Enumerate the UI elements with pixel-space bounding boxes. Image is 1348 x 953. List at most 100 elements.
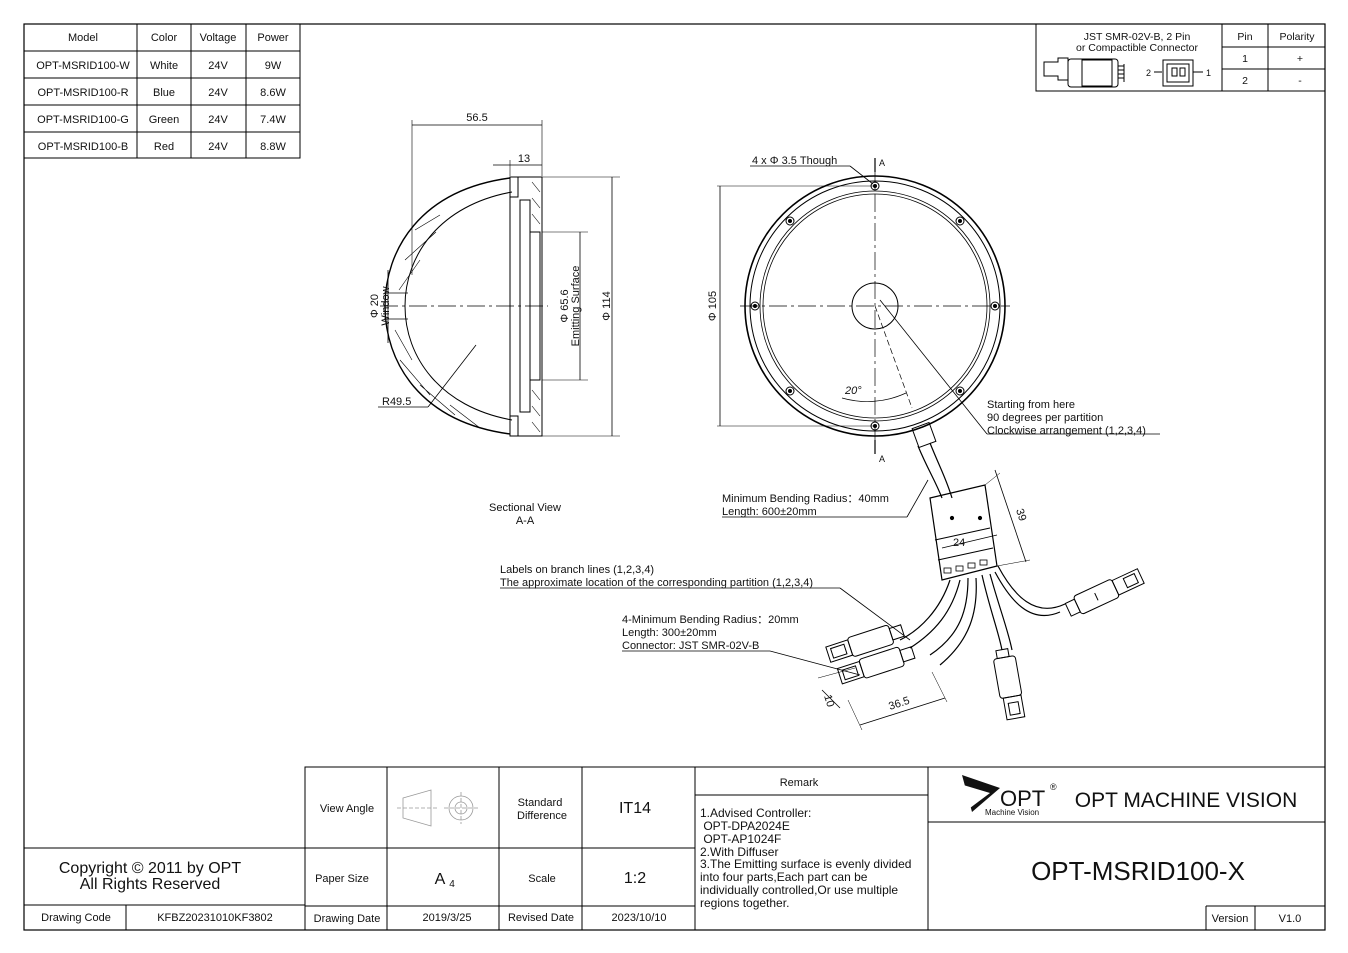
pin-cell: 2 [1242, 75, 1248, 87]
power-header: Power [257, 32, 289, 44]
connector-title-2: or Compactible Connector [1076, 42, 1198, 54]
part-number: OPT-MSRID100-X [1031, 856, 1245, 886]
start-note-1: Starting from here [987, 399, 1075, 411]
cable-assembly [500, 469, 1145, 731]
emitting-surface-label: Emitting Surface [570, 266, 582, 347]
revised-date: 2023/10/10 [611, 912, 666, 924]
color-cell: White [150, 60, 178, 72]
branch-note-2: Length: 300±20mm [622, 627, 717, 639]
labels-note-1: Labels on branch lines (1,2,3,4) [500, 564, 654, 576]
remark-line: individually controlled,Or use multiple [700, 883, 898, 897]
section-caption-1: Sectional View [489, 502, 561, 514]
revised-date-label: Revised Date [508, 912, 574, 924]
power-cell: 9W [265, 60, 282, 72]
drawing-date-label: Drawing Date [314, 913, 381, 925]
remark-line: 2.With Diffuser [700, 845, 778, 859]
voltage-cell: 24V [208, 141, 228, 153]
polarity-cell: - [1298, 75, 1302, 87]
sectional-view [378, 120, 620, 437]
connector-table: JST SMR-02V-B, 2 Pin or Compactible Conn… [1035, 23, 1326, 92]
copyright-1: Copyright © 2011 by OPT [59, 860, 241, 877]
version-value: V1.0 [1279, 913, 1302, 925]
power-cell: 8.8W [260, 141, 286, 153]
polarity-header: Polarity [1279, 31, 1315, 43]
connector-sketch-icon [1043, 57, 1203, 88]
bend-main-1: Minimum Bending Radius：40mm [722, 493, 889, 505]
window-label: Window [380, 286, 392, 325]
power-cell: 8.6W [260, 87, 286, 99]
pin-label-left: 2 [1146, 68, 1151, 78]
start-note-3: Clockwise arrangement (1,2,3,4) [987, 425, 1146, 437]
section-mark-bottom: A [879, 454, 885, 464]
remark-line: regions together. [700, 896, 789, 910]
model-cell: OPT-MSRID100-R [37, 87, 128, 99]
start-note-2: 90 degrees per partition [987, 412, 1103, 424]
section-mark-top: A [879, 158, 885, 168]
pin-header: Pin [1237, 31, 1252, 43]
scale-label: Scale [528, 873, 556, 885]
dim-10: 10 [821, 693, 836, 708]
standard-label-1: Standard [518, 797, 563, 809]
logo-sub: Machine Vision [985, 808, 1039, 817]
remark-label: Remark [780, 777, 819, 789]
dim-13: 13 [518, 153, 530, 165]
paper-size-label: Paper Size [315, 873, 369, 885]
front-view [717, 158, 1160, 499]
polarity-cell: + [1297, 53, 1303, 65]
voltage-cell: 24V [208, 114, 228, 126]
projection-symbol-icon [397, 789, 478, 827]
standard-value: IT14 [619, 800, 651, 817]
section-caption-2: A-A [516, 515, 535, 527]
dim-65-6: Φ 65.6 [559, 289, 571, 322]
logo-text: OPT [1000, 786, 1045, 811]
logo-registered: ® [1050, 782, 1057, 792]
voltage-header: Voltage [200, 32, 237, 44]
view-angle-label: View Angle [320, 803, 374, 815]
remark-line: OPT-DPA2024E [700, 819, 790, 833]
remark-line: 3.The Emitting surface is evenly divided [700, 857, 911, 871]
color-cell: Red [154, 141, 174, 153]
remark-line: OPT-AP1024F [700, 832, 781, 846]
branch-note-1: 4-Minimum Bending Radius：20mm [622, 614, 799, 626]
copyright-2: All Rights Reserved [80, 876, 221, 893]
model-header: Model [68, 32, 98, 44]
model-cell: OPT-MSRID100-G [37, 114, 129, 126]
power-cell: 7.4W [260, 114, 286, 126]
model-cell: OPT-MSRID100-W [36, 60, 130, 72]
dim-39: 39 [1013, 507, 1028, 522]
dim-24: 24 [953, 537, 965, 549]
remark-line: into four parts,Each part can be [700, 870, 868, 884]
bend-main-2: Length: 600±20mm [722, 506, 817, 518]
drawing-code-label: Drawing Code [41, 912, 111, 924]
holes-label: 4 x Φ 3.5 Though [752, 155, 837, 167]
dim-window-20: Φ 20 [369, 294, 381, 318]
remark-list: 1.Advised Controller: OPT-DPA2024E OPT-A… [700, 806, 911, 910]
voltage-cell: 24V [208, 60, 228, 72]
radius-label: R49.5 [382, 396, 411, 408]
dim-114: Φ 114 [601, 291, 613, 320]
remark-line: 1.Advised Controller: [700, 806, 811, 820]
color-cell: Blue [153, 87, 175, 99]
branch-note-3: Connector: JST SMR-02V-B [622, 640, 759, 652]
labels-note-2: The approximate location of the correspo… [500, 577, 813, 589]
opt-logo-icon [960, 775, 1000, 812]
pin-label-right: 1 [1206, 68, 1211, 78]
standard-label-2: Difference [517, 810, 567, 822]
color-cell: Green [149, 114, 180, 126]
company-name: OPT MACHINE VISION [1075, 789, 1297, 812]
drawing-code: KFBZ20231010KF3802 [157, 912, 273, 924]
title-block [24, 766, 1326, 931]
dim-105: Φ 105 [707, 291, 719, 321]
drawing-date: 2019/3/25 [423, 912, 472, 924]
angle-label: 20° [844, 385, 862, 397]
paper-size-value: A [435, 871, 446, 888]
model-cell: OPT-MSRID100-B [38, 141, 128, 153]
pin-cell: 1 [1242, 53, 1248, 65]
paper-size-sub: 4 [449, 879, 455, 890]
color-header: Color [151, 32, 178, 44]
connector-title-1: JST SMR-02V-B, 2 Pin [1084, 31, 1191, 43]
dim-56-5: 56.5 [466, 112, 487, 124]
scale-value: 1:2 [624, 870, 646, 887]
version-label: Version [1212, 913, 1249, 925]
